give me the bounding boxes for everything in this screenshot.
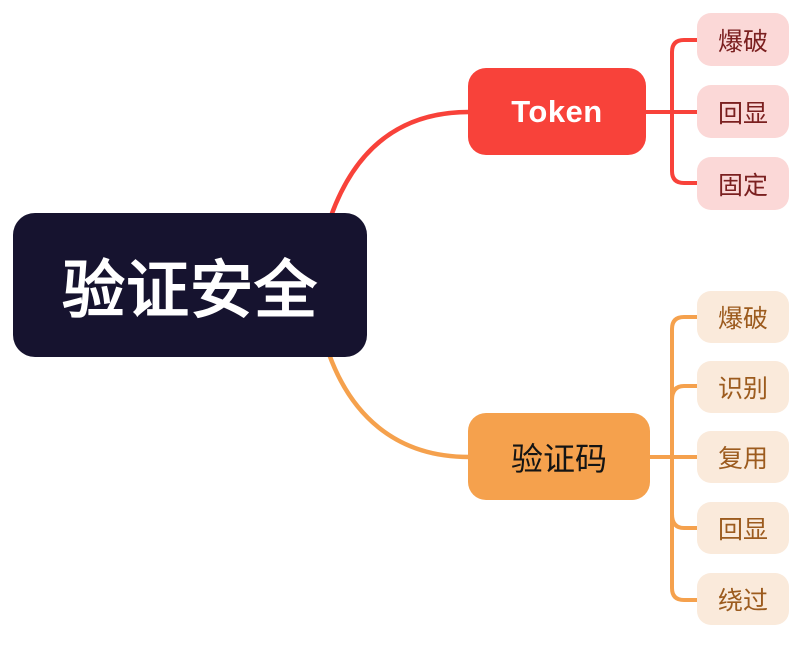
- edge-token-children-trunk: [670, 38, 700, 185]
- branch-node-captcha[interactable]: 验证码: [468, 413, 650, 500]
- root-node-label: 验证安全: [62, 255, 318, 326]
- branch-node-token[interactable]: Token: [468, 68, 646, 155]
- edge-captcha-child-hook-4: [670, 512, 700, 530]
- captcha-child-huixian[interactable]: 回显: [697, 502, 789, 554]
- captcha-child-label: 复用: [717, 445, 768, 473]
- branch-node-token-label: Token: [511, 93, 603, 129]
- token-child-label: 爆破: [717, 27, 768, 56]
- edge-root-to-captcha: [326, 351, 472, 460]
- captcha-child-fuyong[interactable]: 复用: [697, 431, 789, 483]
- token-child-huixian[interactable]: 回显: [697, 85, 789, 138]
- token-child-label: 回显: [717, 99, 768, 128]
- edge-captcha-child-hook-2: [670, 384, 700, 402]
- captcha-child-label: 识别: [717, 375, 768, 403]
- root-node[interactable]: 验证安全: [13, 213, 367, 357]
- token-child-guding[interactable]: 固定: [697, 157, 789, 210]
- token-child-label: 固定: [717, 171, 768, 200]
- captcha-child-raoguo[interactable]: 绕过: [697, 573, 789, 625]
- token-child-baopo[interactable]: 爆破: [697, 13, 789, 66]
- edge-captcha-children-trunk: [670, 315, 700, 602]
- branch-node-captcha-label: 验证码: [510, 440, 607, 477]
- captcha-child-shibie[interactable]: 识别: [697, 361, 789, 413]
- captcha-child-label: 爆破: [717, 305, 768, 333]
- captcha-child-baopo[interactable]: 爆破: [697, 291, 789, 343]
- edge-root-to-token: [328, 109, 472, 219]
- captcha-child-label: 绕过: [717, 587, 768, 615]
- captcha-child-label: 回显: [717, 516, 768, 544]
